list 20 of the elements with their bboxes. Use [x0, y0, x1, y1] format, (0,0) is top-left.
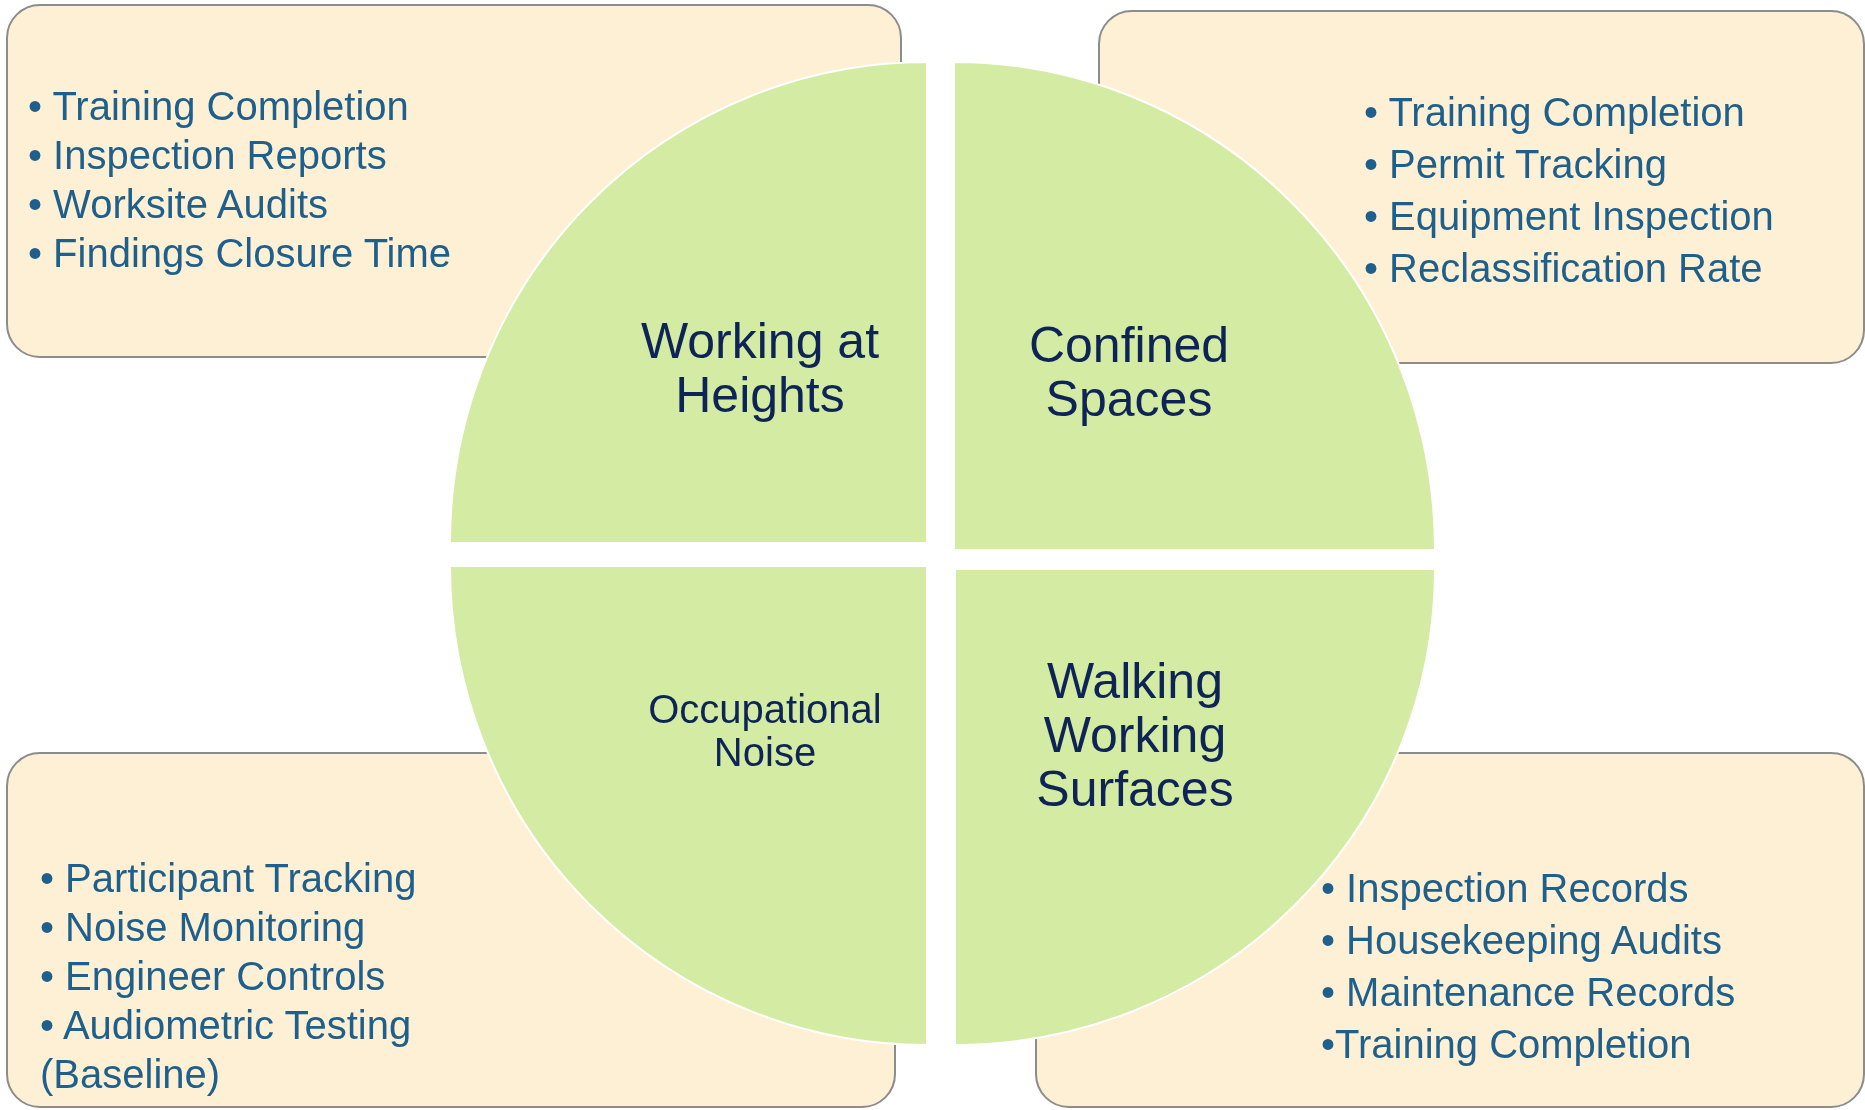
bullet-item: • Inspection Records	[1321, 865, 1689, 912]
bullet-item: • Equipment Inspection	[1364, 193, 1774, 240]
segment-title: Working at Heights	[639, 314, 881, 422]
segment-title: Walking Working Surfaces	[1035, 654, 1235, 816]
bullet-item: • Training Completion	[1364, 89, 1745, 136]
bullet-item: • Reclassification Rate	[1364, 245, 1763, 292]
bullet-item: • Inspection Reports	[28, 132, 387, 179]
segment-title: Occupational Noise	[647, 688, 883, 775]
bullet-item: • Permit Tracking	[1364, 141, 1667, 188]
bullet-item: • Engineer Controls	[40, 953, 386, 1000]
bullet-item: • Noise Monitoring	[40, 904, 366, 951]
bullet-item: • Maintenance Records	[1321, 969, 1736, 1016]
bullet-item: • Findings Closure Time	[28, 230, 452, 277]
bullet-item: • Worksite Audits	[28, 181, 329, 228]
bullet-item: • Training Completion	[28, 83, 409, 130]
bullet-item: •Training Completion	[1321, 1021, 1692, 1068]
bullet-item: • Participant Tracking	[40, 855, 417, 902]
segment-title: Confined Spaces	[1027, 318, 1231, 426]
bullet-item: • Audiometric Testing (Baseline)	[40, 1002, 413, 1098]
bullet-item: • Housekeeping Audits	[1321, 917, 1722, 964]
